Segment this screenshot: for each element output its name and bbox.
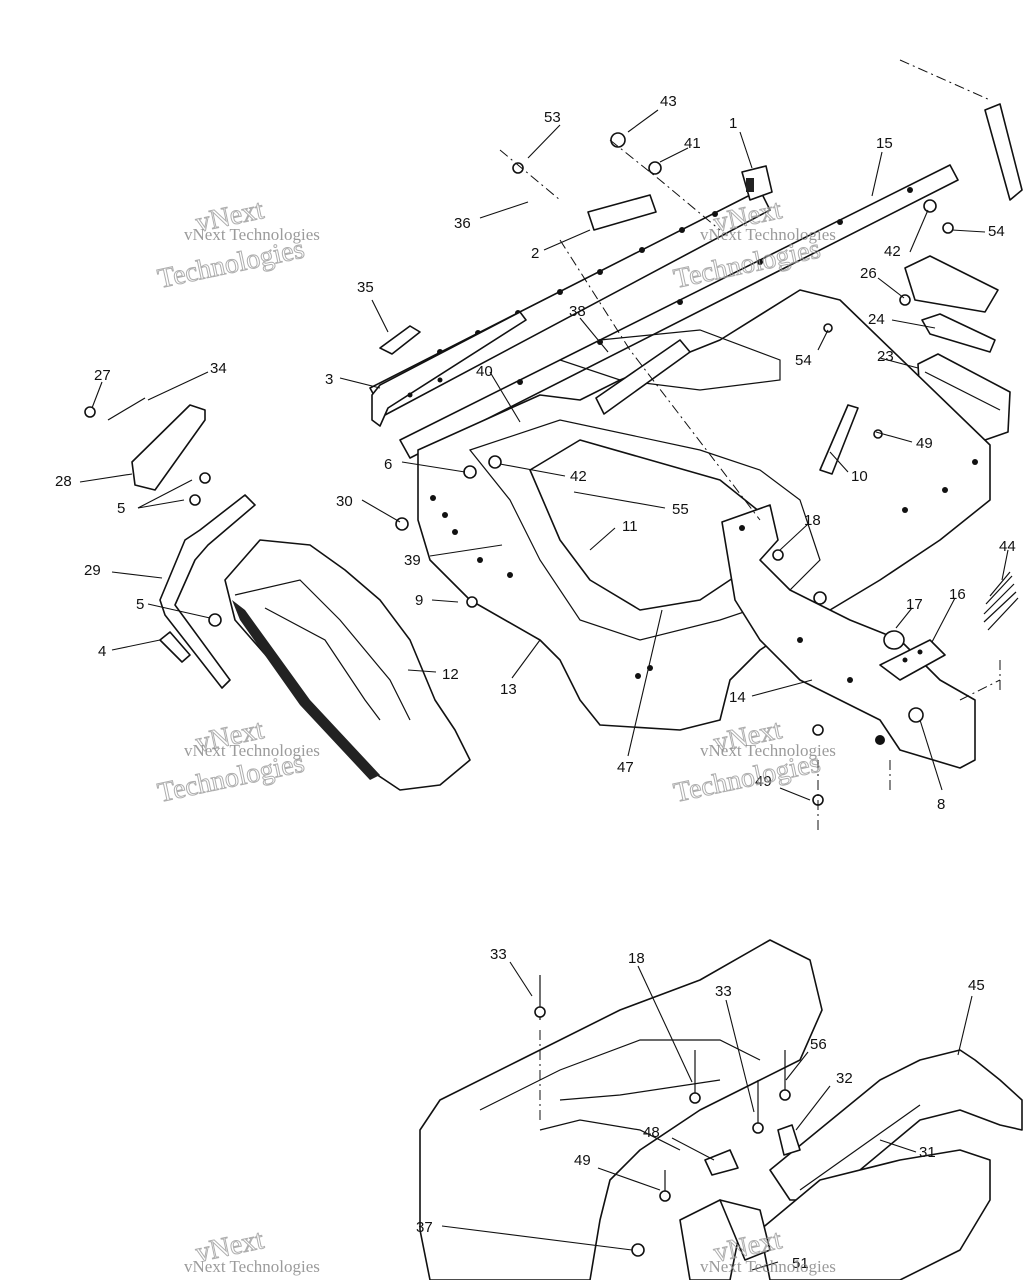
watermark-company: vNext Technologies — [700, 225, 836, 244]
callout-39: 39 — [404, 552, 421, 569]
callout-13: 13 — [500, 681, 517, 698]
callout-31: 31 — [919, 1144, 936, 1161]
floor-panel-part-11 — [529, 439, 771, 611]
watermark-middle-right: vNext vNext Technologies Technologies — [671, 714, 836, 810]
callout-labels: 53 43 41 1 15 36 2 54 42 26 24 35 38 3 4… — [55, 93, 1016, 1272]
callout-6: 6 — [384, 456, 392, 473]
callout-9: 9 — [415, 592, 423, 609]
lower-bracket-parts — [679, 1124, 801, 1280]
callout-35: 35 — [357, 279, 374, 296]
callout-5: 5 — [117, 500, 125, 517]
watermark-middle-left: vNext vNext Technologies Technologies — [155, 714, 320, 810]
watermark-company: vNext Technologies — [184, 225, 320, 244]
callout-16: 16 — [949, 586, 966, 603]
callout-18: 18 — [804, 512, 821, 529]
callout-29: 29 — [84, 562, 101, 579]
callout-44: 44 — [999, 538, 1016, 555]
small-plate — [587, 194, 657, 231]
callout-32: 32 — [836, 1070, 853, 1087]
callout-33b: 33 — [715, 983, 732, 1000]
callout-45: 45 — [968, 977, 985, 994]
latch-bracket-part-1 — [741, 165, 773, 201]
watermark-company: vNext Technologies — [184, 1257, 320, 1276]
callout-54: 54 — [988, 223, 1005, 240]
callout-11: 11 — [622, 518, 638, 535]
callout-42: 42 — [884, 243, 901, 260]
clip-part-4 — [159, 631, 191, 663]
callout-38: 38 — [569, 303, 586, 320]
callout-8: 8 — [937, 796, 945, 813]
callout-40: 40 — [476, 363, 493, 380]
tray-part-24 — [904, 255, 999, 353]
callout-15: 15 — [876, 135, 893, 152]
watermark-upper-left: vNext vNext Technologies Technologies — [155, 194, 320, 296]
callout-23: 23 — [877, 348, 894, 365]
callout-51: 51 — [792, 1255, 809, 1272]
callout-55: 55 — [672, 501, 689, 518]
callout-36: 36 — [454, 215, 471, 232]
callout-3: 3 — [325, 371, 333, 388]
watermark-bottom-left: vNext vNext Technologies — [184, 1224, 320, 1276]
leader-lines — [79, 109, 1009, 1271]
callout-17: 17 — [906, 596, 923, 613]
callout-12: 12 — [442, 666, 459, 683]
callout-28: 28 — [55, 473, 72, 490]
lower-body-shell — [419, 939, 823, 1280]
watermark-company: vNext Technologies — [184, 741, 320, 760]
bracket-part-10 — [819, 404, 859, 475]
callout-33: 33 — [490, 946, 507, 963]
cross-bar-part-15 — [399, 164, 959, 459]
callout-24: 24 — [868, 311, 885, 328]
callout-56: 56 — [810, 1036, 827, 1053]
callout-47: 47 — [617, 759, 634, 776]
callout-27: 27 — [94, 367, 111, 384]
callout-41: 41 — [684, 135, 701, 152]
callout-5b: 5 — [136, 596, 144, 613]
callout-49c: 49 — [574, 1152, 591, 1169]
spring-part-44 — [983, 571, 1019, 631]
callout-37: 37 — [416, 1219, 433, 1236]
callout-14: 14 — [729, 689, 746, 706]
callout-49b: 49 — [755, 773, 772, 790]
callout-2: 2 — [531, 245, 539, 262]
frame-rail-top-right — [984, 103, 1023, 201]
strut-part-38 — [595, 339, 691, 415]
cap-part-17 — [883, 630, 905, 650]
side-bracket-part-3 — [371, 311, 527, 427]
assembly-centerlines — [499, 59, 1001, 830]
callout-48: 48 — [643, 1124, 660, 1141]
step-bracket-part-28 — [107, 397, 206, 491]
front-cowl-part-12 — [224, 539, 471, 791]
lower-fasteners — [534, 975, 791, 1257]
callout-30: 30 — [336, 493, 353, 510]
callout-26: 26 — [860, 265, 877, 282]
watermark-company: vNext Technologies — [700, 741, 836, 760]
callout-4: 4 — [98, 643, 106, 660]
callout-49: 49 — [916, 435, 933, 452]
callout-34: 34 — [210, 360, 227, 377]
side-frame-part-14 — [721, 504, 976, 769]
callout-10: 10 — [851, 468, 868, 485]
watermark-company: vNext Technologies — [700, 1257, 836, 1276]
lower-frame-part-45 — [759, 1049, 1023, 1280]
callout-53: 53 — [544, 109, 561, 126]
callout-54b: 54 — [795, 352, 812, 369]
callout-42b: 42 — [570, 468, 587, 485]
callout-43: 43 — [660, 93, 677, 110]
callout-1: 1 — [729, 115, 737, 132]
clip-part-35 — [379, 325, 421, 355]
callout-18b: 18 — [628, 950, 645, 967]
bracket-part-16 — [879, 639, 946, 681]
bumper-bar-part-29 — [159, 494, 256, 689]
